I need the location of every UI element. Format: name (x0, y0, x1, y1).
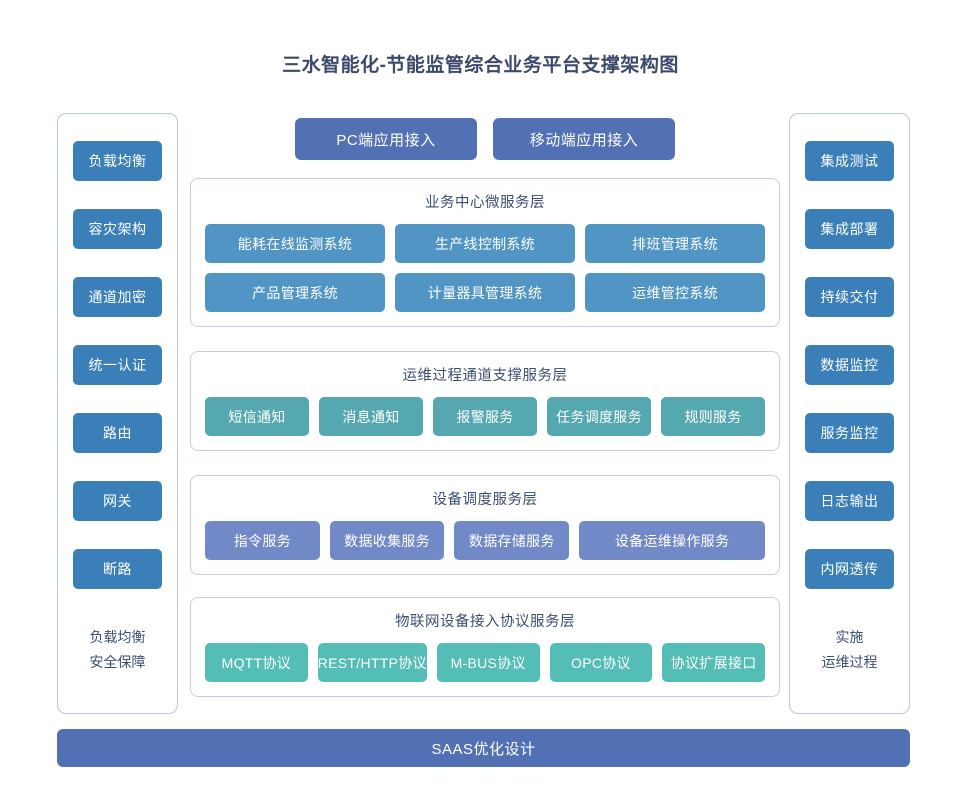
service-device-ops-operation[interactable]: 设备运维操作服务 (579, 521, 765, 560)
sidebar-item-integration-deploy[interactable]: 集成部署 (805, 209, 894, 249)
sidebar-item-routing[interactable]: 路由 (73, 413, 162, 453)
left-footer-line-1: 负载均衡 (89, 629, 146, 645)
sidebar-item-service-monitoring[interactable]: 服务监控 (805, 413, 894, 453)
service-shift-management[interactable]: 排班管理系统 (585, 224, 765, 263)
sidebar-item-circuit-breaker[interactable]: 断路 (73, 549, 162, 589)
sidebar-item-load-balance[interactable]: 负载均衡 (73, 141, 162, 181)
layer-business-row-2: 产品管理系统 计量器具管理系统 运维管控系统 (205, 273, 765, 312)
sidebar-item-gateway[interactable]: 网关 (73, 481, 162, 521)
protocol-mqtt[interactable]: MQTT协议 (205, 643, 308, 682)
left-support-column: 负载均衡 容灾架构 通道加密 统一认证 路由 网关 断路 负载均衡 安全保障 (57, 113, 178, 714)
service-data-storage[interactable]: 数据存储服务 (454, 521, 570, 560)
sidebar-item-data-monitoring[interactable]: 数据监控 (805, 345, 894, 385)
layer-ops-channel-support: 运维过程通道支撑服务层 短信通知 消息通知 报警服务 任务调度服务 规则服务 (190, 351, 780, 451)
service-production-line-control[interactable]: 生产线控制系统 (395, 224, 575, 263)
layer-iot-title: 物联网设备接入协议服务层 (395, 614, 575, 630)
center-stack: PC端应用接入 移动端应用接入 业务中心微服务层 能耗在线监测系统 生产线控制系… (190, 113, 780, 714)
layer-device-scheduling: 设备调度服务层 指令服务 数据收集服务 数据存储服务 设备运维操作服务 (190, 475, 780, 575)
service-ops-control[interactable]: 运维管控系统 (585, 273, 765, 312)
right-column-footer: 实施 运维过程 (822, 625, 878, 675)
service-task-scheduling[interactable]: 任务调度服务 (547, 397, 651, 436)
protocol-rest-http[interactable]: REST/HTTP协议 (317, 643, 427, 682)
sidebar-item-unified-auth[interactable]: 统一认证 (73, 345, 162, 385)
protocol-mbus[interactable]: M-BUS协议 (436, 643, 540, 682)
application-access-row: PC端应用接入 移动端应用接入 (190, 118, 780, 160)
service-rule-engine[interactable]: 规则服务 (661, 397, 765, 436)
layer-ops-row-1: 短信通知 消息通知 报警服务 任务调度服务 规则服务 (205, 397, 765, 436)
right-support-column: 集成测试 集成部署 持续交付 数据监控 服务监控 日志输出 内网透传 实施 运维… (789, 113, 910, 714)
sidebar-item-log-output[interactable]: 日志输出 (805, 481, 894, 521)
layer-device-title: 设备调度服务层 (432, 492, 538, 508)
sidebar-item-channel-encryption[interactable]: 通道加密 (73, 277, 162, 317)
sidebar-item-integration-test[interactable]: 集成测试 (805, 141, 894, 181)
service-message-notification[interactable]: 消息通知 (319, 397, 423, 436)
service-command[interactable]: 指令服务 (205, 521, 320, 560)
layer-iot-protocol: 物联网设备接入协议服务层 MQTT协议 REST/HTTP协议 M-BUS协议 … (190, 597, 780, 697)
layer-iot-row-1: MQTT协议 REST/HTTP协议 M-BUS协议 OPC协议 协议扩展接口 (205, 643, 766, 682)
layer-device-row-1: 指令服务 数据收集服务 数据存储服务 设备运维操作服务 (205, 521, 765, 560)
layer-business-row-1: 能耗在线监测系统 生产线控制系统 排班管理系统 (205, 224, 765, 263)
page-title: 三水智能化-节能监管综合业务平台支撑架构图 (282, 55, 679, 76)
service-energy-online-monitoring[interactable]: 能耗在线监测系统 (205, 224, 385, 263)
right-footer-line-1: 实施 (835, 629, 864, 645)
access-button-pc[interactable]: PC端应用接入 (295, 118, 477, 160)
protocol-opc[interactable]: OPC协议 (549, 643, 653, 682)
layer-business-title: 业务中心微服务层 (425, 195, 545, 211)
saas-optimization-bar: SAAS优化设计 (57, 729, 910, 767)
layer-business-microservice: 业务中心微服务层 能耗在线监测系统 生产线控制系统 排班管理系统 产品管理系统 … (190, 178, 780, 327)
protocol-extension-interface[interactable]: 协议扩展接口 (662, 643, 766, 682)
service-metering-device-management[interactable]: 计量器具管理系统 (395, 273, 575, 312)
right-footer-line-2: 运维过程 (821, 654, 878, 670)
left-footer-line-2: 安全保障 (89, 654, 146, 670)
service-sms-notification[interactable]: 短信通知 (205, 397, 309, 436)
left-column-footer: 负载均衡 安全保障 (90, 625, 146, 675)
layer-ops-title: 运维过程通道支撑服务层 (402, 368, 568, 384)
sidebar-item-continuous-delivery[interactable]: 持续交付 (805, 277, 894, 317)
service-data-collection[interactable]: 数据收集服务 (329, 521, 445, 560)
sidebar-item-intranet-passthrough[interactable]: 内网透传 (805, 549, 894, 589)
service-alarm[interactable]: 报警服务 (433, 397, 537, 436)
sidebar-item-dr-architecture[interactable]: 容灾架构 (73, 209, 162, 249)
access-button-mobile[interactable]: 移动端应用接入 (493, 118, 675, 160)
service-product-management[interactable]: 产品管理系统 (205, 273, 385, 312)
